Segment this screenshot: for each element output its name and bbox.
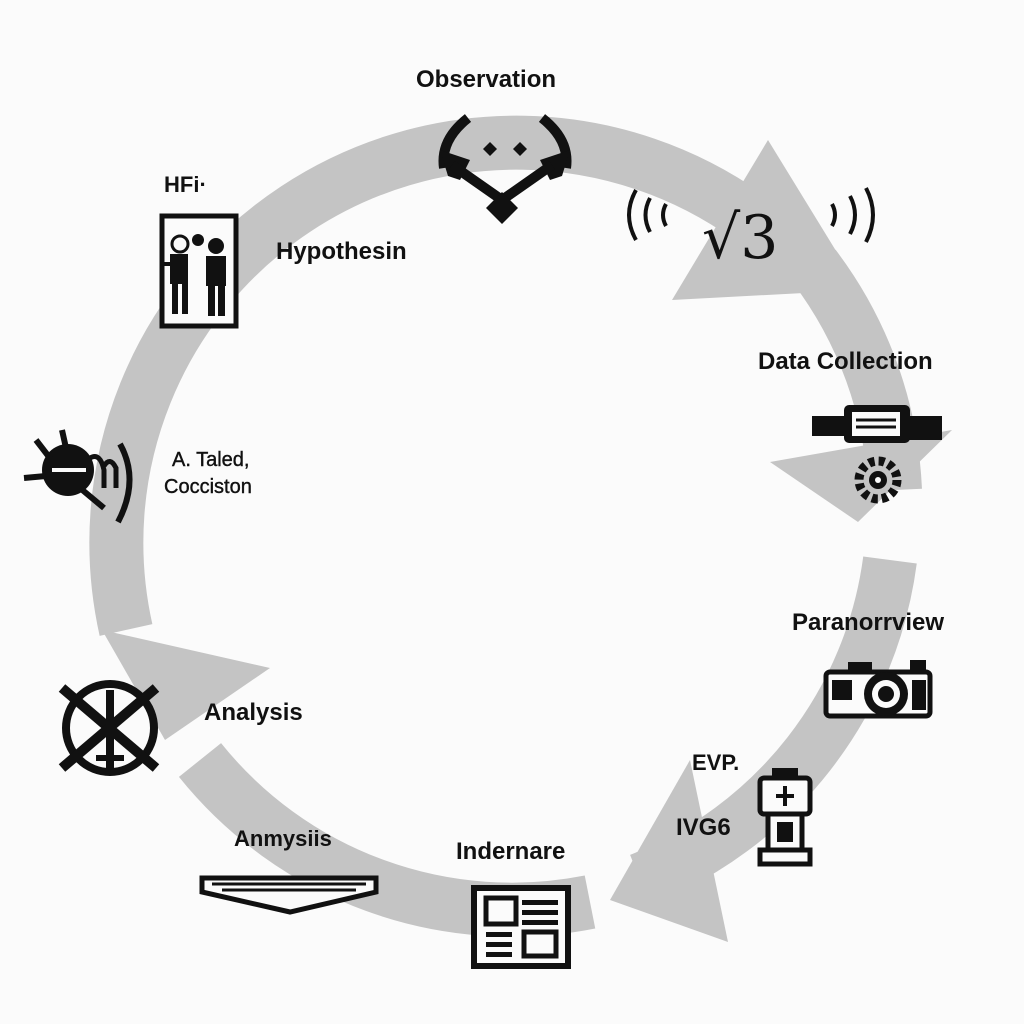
stage-label-data-collection: Data Collection <box>758 348 933 375</box>
stage-label-anmysiis: Anmysiis <box>234 826 332 851</box>
sound-glyph: √3 <box>702 203 778 273</box>
stage-label-hypothesin: Hypothesin <box>276 238 407 265</box>
stage-label-paranorrview: Paranorrview <box>792 609 945 636</box>
people-frame-icon <box>159 213 239 329</box>
stage-label-analysis: Analysis <box>204 699 303 726</box>
arrowhead-top-right <box>672 140 860 300</box>
book-icon <box>199 875 379 915</box>
stage-label-indernare: Indernare <box>456 838 566 865</box>
arrowhead-lower-right <box>610 760 728 942</box>
sound-waves-icon <box>627 187 875 243</box>
gear-icon <box>854 456 902 504</box>
arrowhead-left <box>102 630 270 740</box>
crossed-circle-icon <box>58 680 160 776</box>
evp-label: EVP. <box>692 750 740 775</box>
ring-arc-top <box>89 115 766 636</box>
taled-label: A. Taled, <box>172 449 250 471</box>
hfi-label: HFi· <box>164 172 207 197</box>
ivg6-label: IVG6 <box>676 814 731 841</box>
observation-arrows-icon <box>438 114 572 224</box>
stage-label-observation: Observation <box>416 66 557 93</box>
camera-icon <box>823 660 933 719</box>
sensor-device-icon <box>812 405 942 443</box>
evp-device-icon <box>757 768 813 867</box>
document-icon <box>471 885 571 969</box>
cocciston-label: Cocciston <box>164 476 252 498</box>
swirl-figure-icon <box>23 429 133 524</box>
